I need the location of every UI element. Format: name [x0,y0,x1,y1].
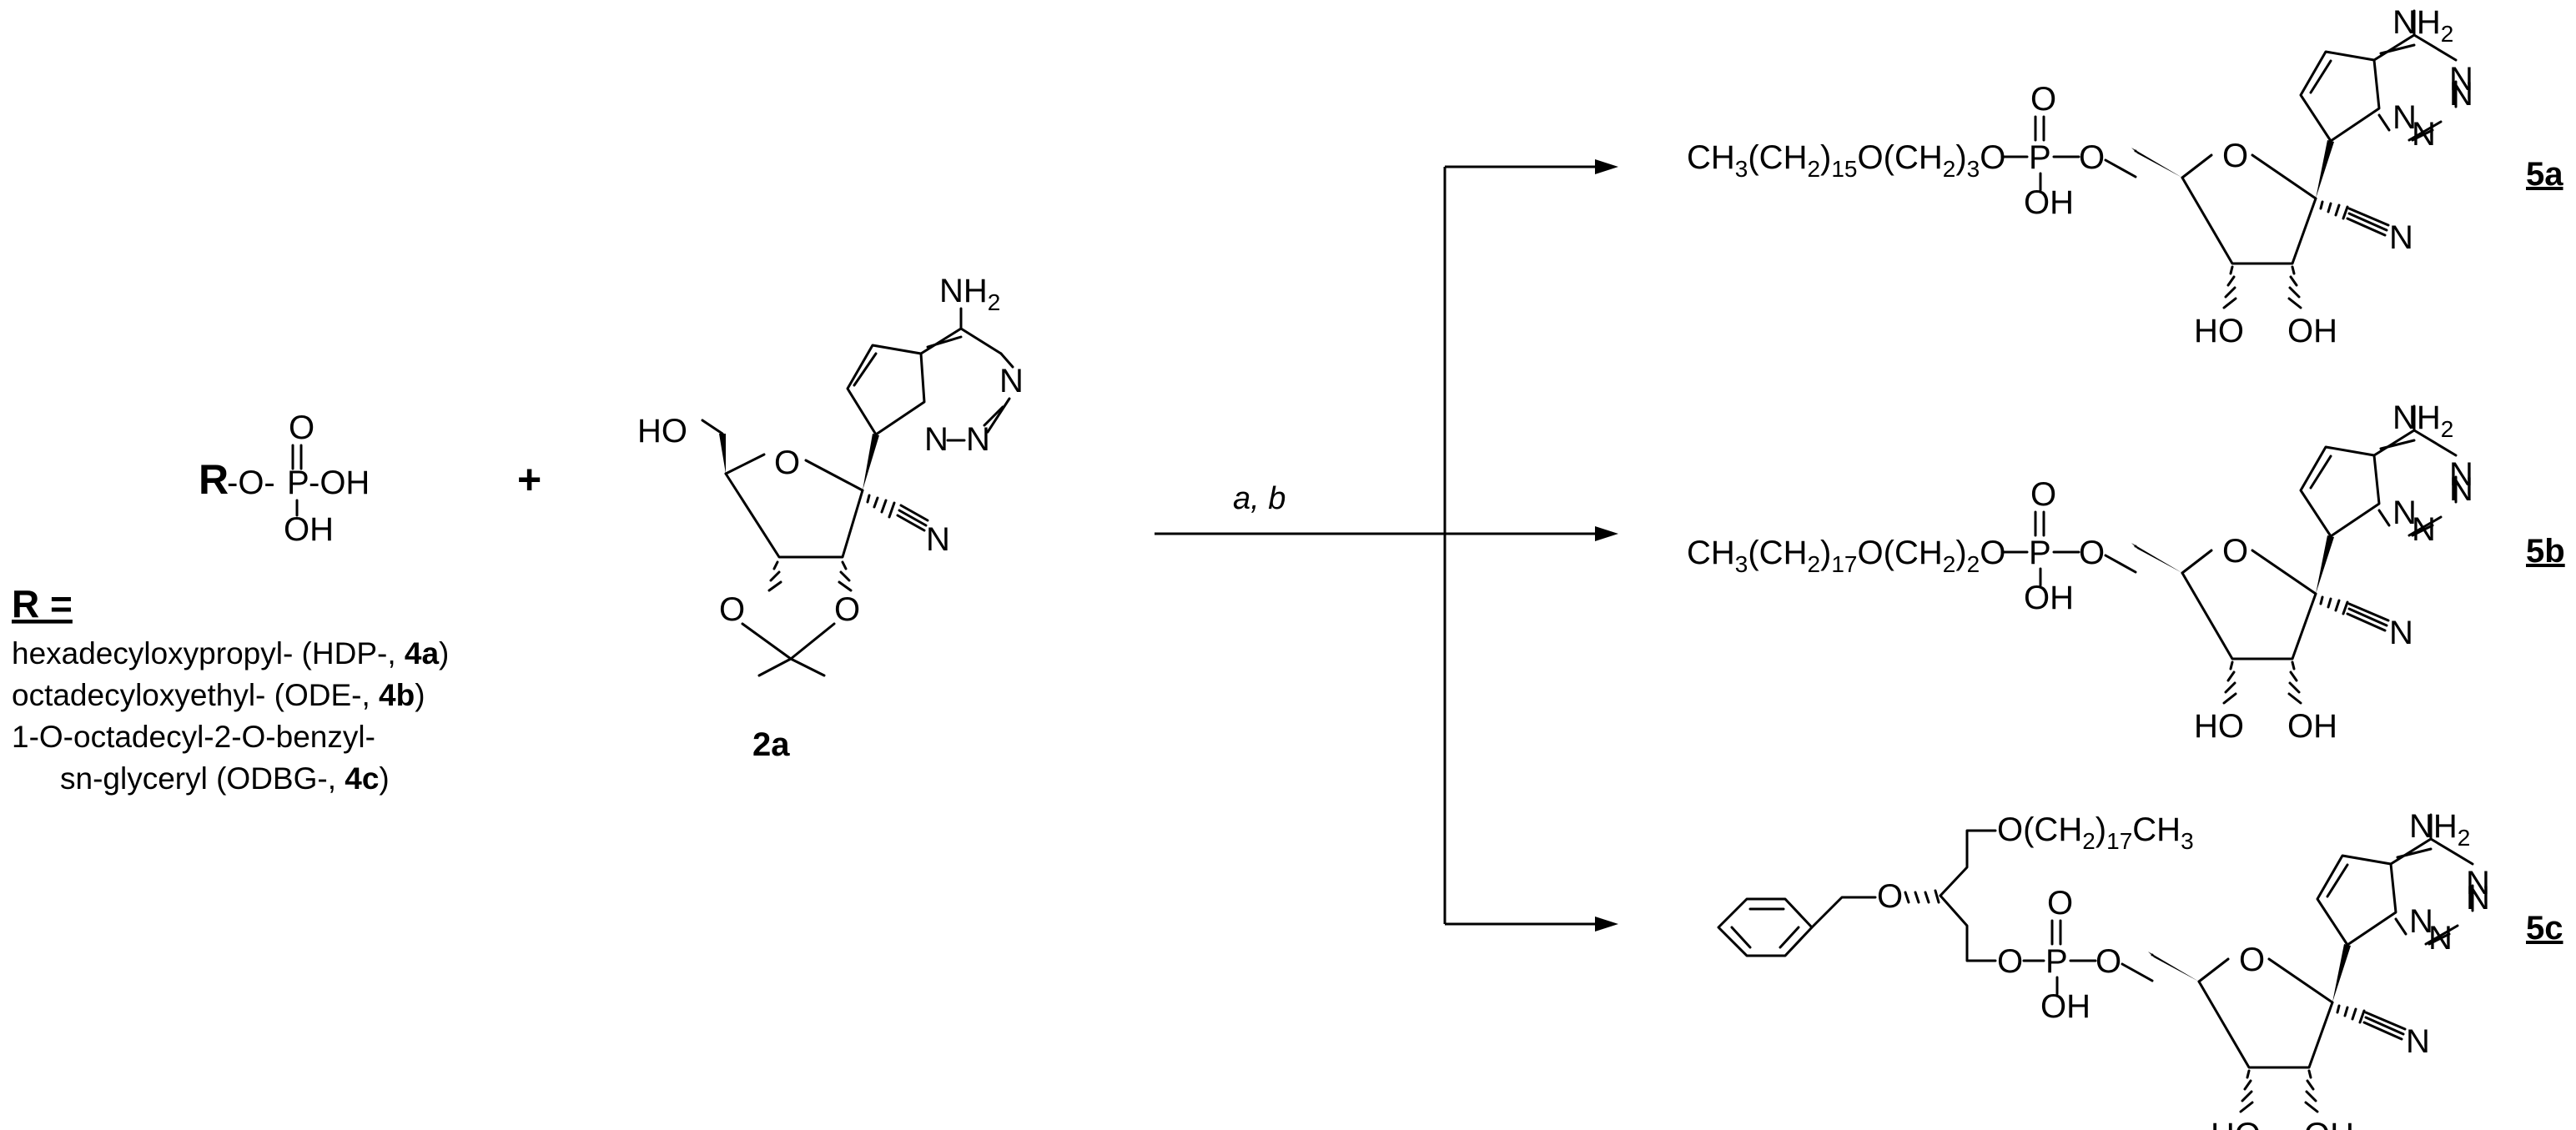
product-5b: CH3(CH2)17O(CH2)2O P O O OH NH2 5b [1687,399,2565,746]
n-right-2a: N [999,363,1024,399]
compound-label-5b: 5b [2526,533,2565,570]
product-5a: CH3(CH2)15O(CH2)3O P O O OH NH2 5a [1687,4,2563,351]
ring-oxygen-2a: O [774,444,800,481]
r-dash-oxygen: -O- [227,465,275,501]
ho-5-label: HO [637,413,687,449]
compound-label-2a: 2a [752,726,790,763]
phosphate-oh-5a: OH [2024,184,2074,221]
acetal-oxygen-right: O [834,591,860,628]
r-heading: R = [12,582,73,625]
phosphoryl-oxygen-5b: O [2030,476,2056,513]
benzyl-ether-oxygen: O [1877,878,1903,915]
phosphorus-5c: P [2045,943,2068,980]
phosphonic-acid-reagent: R -O- P O -OH OH [199,409,370,548]
phosphate-oh-5c: OH [2040,988,2090,1025]
phosphoryl-oxygen: O [289,409,314,446]
n-bridge-2a: N [924,421,948,458]
nitrile-nitrogen-2a: N [926,521,950,558]
phosphorus-atom: P [287,465,309,501]
r-definition: R = hexadecyloxypropyl- (HDP-, 4a) octad… [12,582,449,796]
reaction-conditions: a, b [1233,481,1285,516]
plus-sign: + [517,456,541,503]
compound-label-5a: 5a [2526,156,2563,193]
compound-label-5c: 5c [2526,910,2563,947]
phosphorus-5b: P [2029,535,2051,571]
phosphoryl-oxygen-5c: O [2047,885,2073,922]
r-line-3: 1-O-octadecyl-2-O-benzyl- [12,720,375,754]
r-symbol: R [199,456,229,503]
phosphoryl-oxygen-5a: O [2030,81,2056,118]
ester-oxygen-5a: O [2079,139,2105,176]
amino-group-5c: NH2 [2409,808,2470,851]
ester-oxygen-5b: O [2079,535,2105,571]
hydroxyl-bottom: OH [284,511,334,548]
amino-group-2a: NH2 [939,273,1000,315]
glyceryl-chain-5c: O(CH2)17CH3 [1997,811,2194,854]
r-line-4: sn-glyceryl (ODBG-, 4c) [60,761,390,796]
ester-oxygen-5c: O [2096,943,2121,980]
nucleoside-2a: HO O O O N NH2 N N N [637,273,1024,763]
glyceryl-phosphate-oxygen: O [1997,943,2023,980]
r-line-2: octadecyloxyethyl- (ODE-, 4b) [12,678,425,712]
acetal-oxygen-left: O [719,591,745,628]
phosphorus-5a: P [2029,139,2051,176]
branching-arrow: a, b [1155,159,1618,932]
hydroxyl-right: -OH [309,465,370,501]
r-line-1: hexadecyloxypropyl- (HDP-, 4a) [12,636,449,670]
lipid-chain-5b: CH3(CH2)17O(CH2)2O [1687,535,2005,577]
n-bottom-2a: N [966,421,990,458]
lipid-chain-5a: CH3(CH2)15O(CH2)3O [1687,139,2005,182]
amino-group-5a: NH2 [2392,4,2453,47]
amino-group-5b: NH2 [2392,399,2453,442]
phosphate-oh-5b: OH [2024,580,2074,616]
product-5c: O O(CH2)17CH3 O P O O OH NH2 5c [1717,808,2563,1130]
